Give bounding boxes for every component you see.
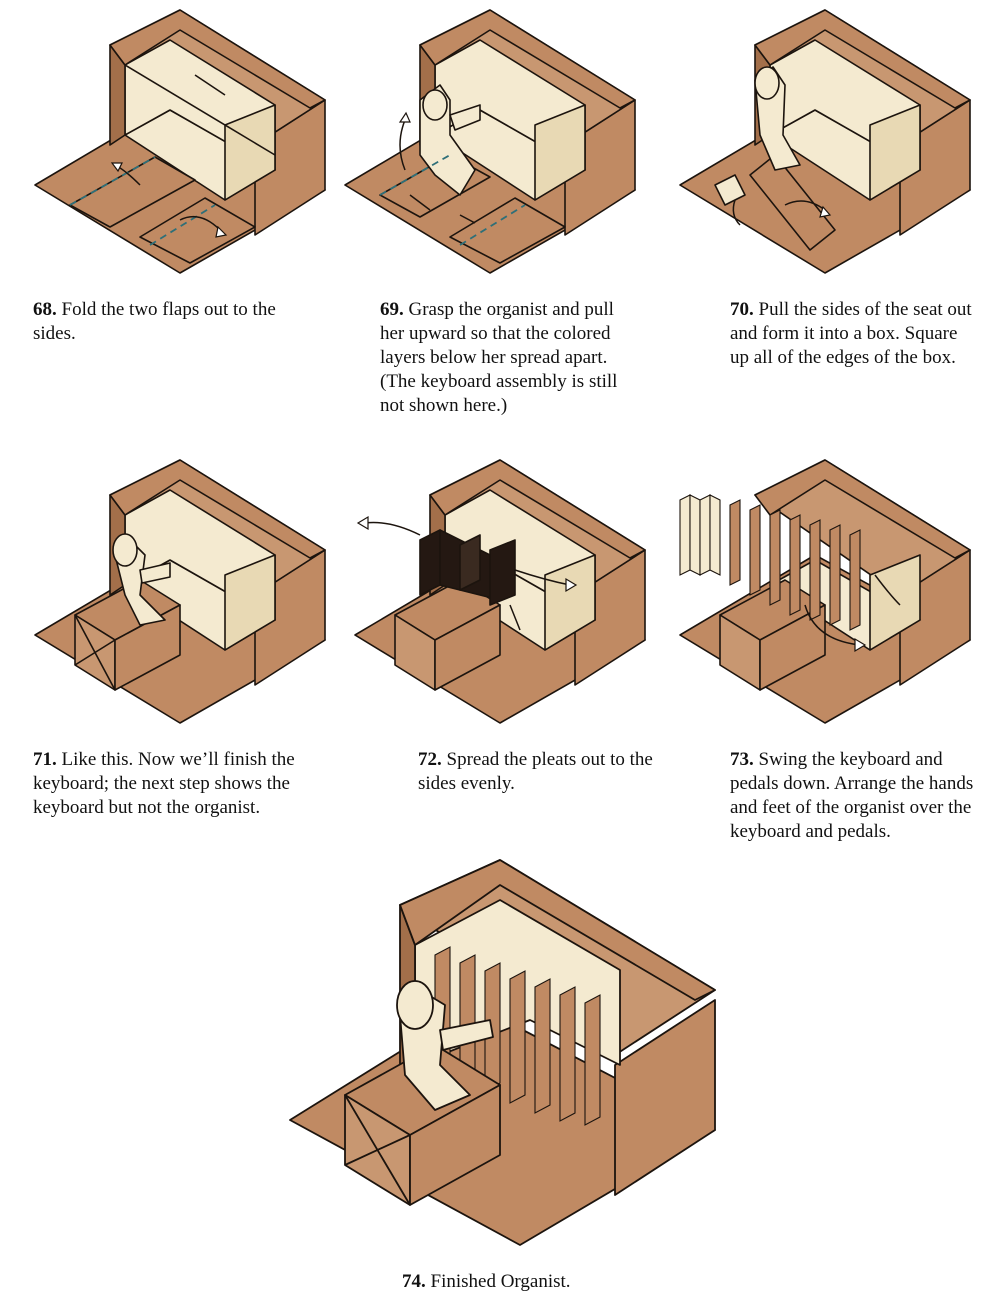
step-text: Fold the two flaps out to the sides. [33, 299, 276, 344]
step-text: Finished Organist. [430, 1271, 571, 1292]
step-number: 70. [730, 299, 754, 320]
step-71-caption: 71. Like this. Now we’ll finish the keyb… [33, 748, 323, 820]
step-number: 71. [33, 749, 57, 770]
step-68-illustration [30, 5, 330, 280]
step-69-illustration [340, 5, 640, 280]
step-text: Like this. Now we’ll finish the keyboard… [33, 749, 295, 818]
step-70-illustration [675, 5, 975, 280]
step-70-caption: 70. Pull the sides of the seat out and f… [730, 298, 975, 370]
step-69-caption: 69. Grasp the organist and pull her upwa… [380, 298, 640, 418]
step-72-illustration [350, 455, 650, 730]
step-text: Swing the keyboard and pedals down. Arra… [730, 749, 974, 842]
step-text: Grasp the organist and pull her upward s… [380, 299, 618, 416]
step-73-caption: 73. Swing the keyboard and pedals down. … [730, 748, 980, 844]
step-74-caption: 74. Finished Organist. [402, 1270, 622, 1294]
step-text: Spread the pleats out to the sides evenl… [418, 749, 653, 794]
step-number: 72. [418, 749, 442, 770]
step-number: 69. [380, 299, 404, 320]
step-number: 74. [402, 1271, 426, 1292]
step-68-caption: 68. Fold the two flaps out to the sides. [33, 298, 283, 346]
step-73-illustration [675, 455, 975, 730]
step-number: 73. [730, 749, 754, 770]
step-72-caption: 72. Spread the pleats out to the sides e… [418, 748, 658, 796]
step-text: Pull the sides of the seat out and form … [730, 299, 972, 368]
step-74-illustration [285, 855, 720, 1250]
step-71-illustration [30, 455, 330, 730]
step-number: 68. [33, 299, 57, 320]
